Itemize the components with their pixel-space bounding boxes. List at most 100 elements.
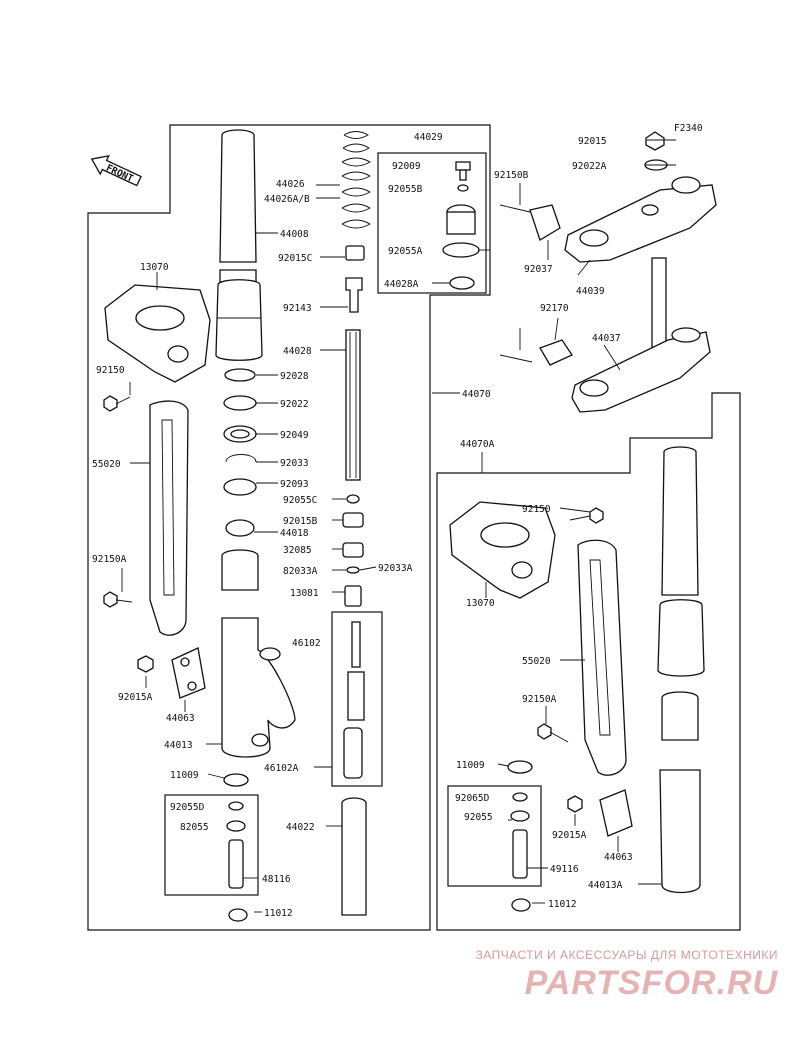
right-assembly-frame [436, 392, 741, 931]
spacer-92015b [342, 512, 364, 528]
label-13081: 13081 [290, 588, 319, 599]
label-46102a: 46102A [264, 763, 299, 774]
label-92055b: 92055B [388, 184, 423, 195]
watermark: ЗАПЧАСТИ И АКСЕССУАРЫ ДЛЯ МОТОТЕХНИКИ PA… [476, 948, 778, 1003]
label-49116: 49116 [550, 864, 579, 875]
label-92033: 92033 [280, 458, 309, 469]
label-92170: 92170 [540, 303, 569, 314]
label-13070-left: 13070 [140, 262, 169, 273]
washer-stack-left [223, 368, 257, 537]
fork-spring [341, 131, 371, 229]
valve-kit-right-parts [510, 792, 530, 879]
cylinder-44022 [341, 797, 367, 916]
label-92049: 92049 [280, 430, 309, 441]
label-44013: 44013 [164, 740, 193, 751]
label-82033a: 82033A [283, 566, 318, 577]
lower-triple-clamp-44037 [571, 257, 711, 413]
label-92015c: 92015C [278, 253, 312, 264]
cap-44028a [449, 276, 475, 290]
leader-lines [121, 139, 676, 913]
label-11012-right: 11012 [548, 899, 577, 910]
label-92033a: 92033A [378, 563, 413, 574]
label-44018: 44018 [280, 528, 309, 539]
bracket-92037 [499, 204, 561, 241]
oring-11009-right [507, 760, 533, 774]
label-44037: 44037 [592, 333, 621, 344]
front-arrow-icon: FRONT [90, 155, 142, 187]
label-92055d: 92055D [170, 802, 205, 813]
label-92065d: 92065D [455, 793, 490, 804]
label-92028: 92028 [280, 371, 309, 382]
upper-triple-clamp-44039 [564, 176, 717, 263]
valve-kit-frame-left [164, 794, 259, 896]
valve-kit-frame-right [447, 785, 542, 887]
label-44070a: 44070A [460, 439, 495, 450]
label-44063-left: 44063 [166, 713, 195, 724]
label-92150-right: 92150 [522, 504, 551, 515]
fork-guard-right [577, 539, 627, 776]
label-92093: 92093 [280, 479, 309, 490]
bolt-92150a-left [103, 591, 133, 608]
label-92022: 92022 [280, 399, 309, 410]
cap-11012-right [511, 898, 531, 912]
axle-clamp-right [567, 789, 633, 837]
label-92143: 92143 [283, 303, 312, 314]
watermark-brand: PARTSFOR.RU [524, 964, 778, 1002]
bolt-92150a-right [537, 723, 569, 743]
valve-kit-left-parts [226, 801, 246, 889]
fork-inner-tube [221, 549, 296, 758]
watermark-subtitle: ЗАПЧАСТИ И АКСЕССУАРЫ ДЛЯ МОТОТЕХНИКИ [475, 948, 778, 962]
label-92015a-left: 92015A [118, 692, 153, 703]
bracket-92170 [499, 339, 573, 366]
label-44022: 44022 [286, 822, 315, 833]
fork-outer-tube [219, 129, 257, 283]
fork-slide-bushing [215, 279, 263, 361]
label-48116: 48116 [262, 874, 291, 885]
ring-92055c [346, 494, 360, 504]
label-92009: 92009 [392, 161, 421, 172]
label-44026ab: 44026A/B [264, 194, 310, 205]
label-44028: 44028 [283, 346, 312, 357]
label-44028a: 44028A [384, 279, 419, 290]
label-92150b-top: 92150B [494, 170, 529, 181]
fork-bracket-13070-left [104, 284, 211, 383]
oring-11009-left [223, 773, 249, 787]
label-92055a: 92055A [388, 246, 423, 257]
label-44026: 44026 [276, 179, 305, 190]
rod-assembly-46102 [343, 621, 365, 779]
damper-rod-44028 [345, 329, 361, 481]
label-92150-left: 92150 [96, 365, 125, 376]
collar-32085 [342, 542, 364, 558]
label-44063-right: 44063 [604, 852, 633, 863]
label-44029: 44029 [414, 132, 443, 143]
label-92055c: 92055C [283, 495, 317, 506]
fork-tube-right [657, 446, 705, 894]
cap-kit-frame [377, 152, 487, 294]
label-32085: 32085 [283, 545, 312, 556]
label-92150a-left: 92150A [92, 554, 127, 565]
spacer-92015c [345, 245, 365, 261]
label-92150a-right: 92150A [522, 694, 557, 705]
label-92022a: 92022A [572, 161, 607, 172]
valve-13081 [344, 585, 362, 607]
label-44008: 44008 [280, 229, 309, 240]
bolt-92150-left [103, 395, 131, 412]
label-44070: 44070 [462, 389, 491, 400]
label-46102: 46102 [292, 638, 321, 649]
cap-kit-parts [442, 161, 480, 258]
left-assembly-frame [87, 124, 491, 931]
ring-92033a [346, 566, 360, 574]
label-55020-right: 55020 [522, 656, 551, 667]
part-labels: 44029 92009 92055B 92055A 44028A 44026 4… [92, 132, 633, 919]
label-92015b: 92015B [283, 516, 318, 527]
label-55020-left: 55020 [92, 459, 121, 470]
label-82055: 82055 [180, 822, 209, 833]
label-44013a: 44013A [588, 880, 623, 891]
bolt-92150-right [569, 507, 604, 524]
nut-92015-top [645, 131, 665, 151]
label-13070-right: 13070 [466, 598, 495, 609]
fork-guard-left [149, 400, 189, 636]
rod-kit-frame [331, 611, 383, 787]
fork-bracket-13070-right [449, 501, 556, 599]
label-44039: 44039 [576, 286, 605, 297]
